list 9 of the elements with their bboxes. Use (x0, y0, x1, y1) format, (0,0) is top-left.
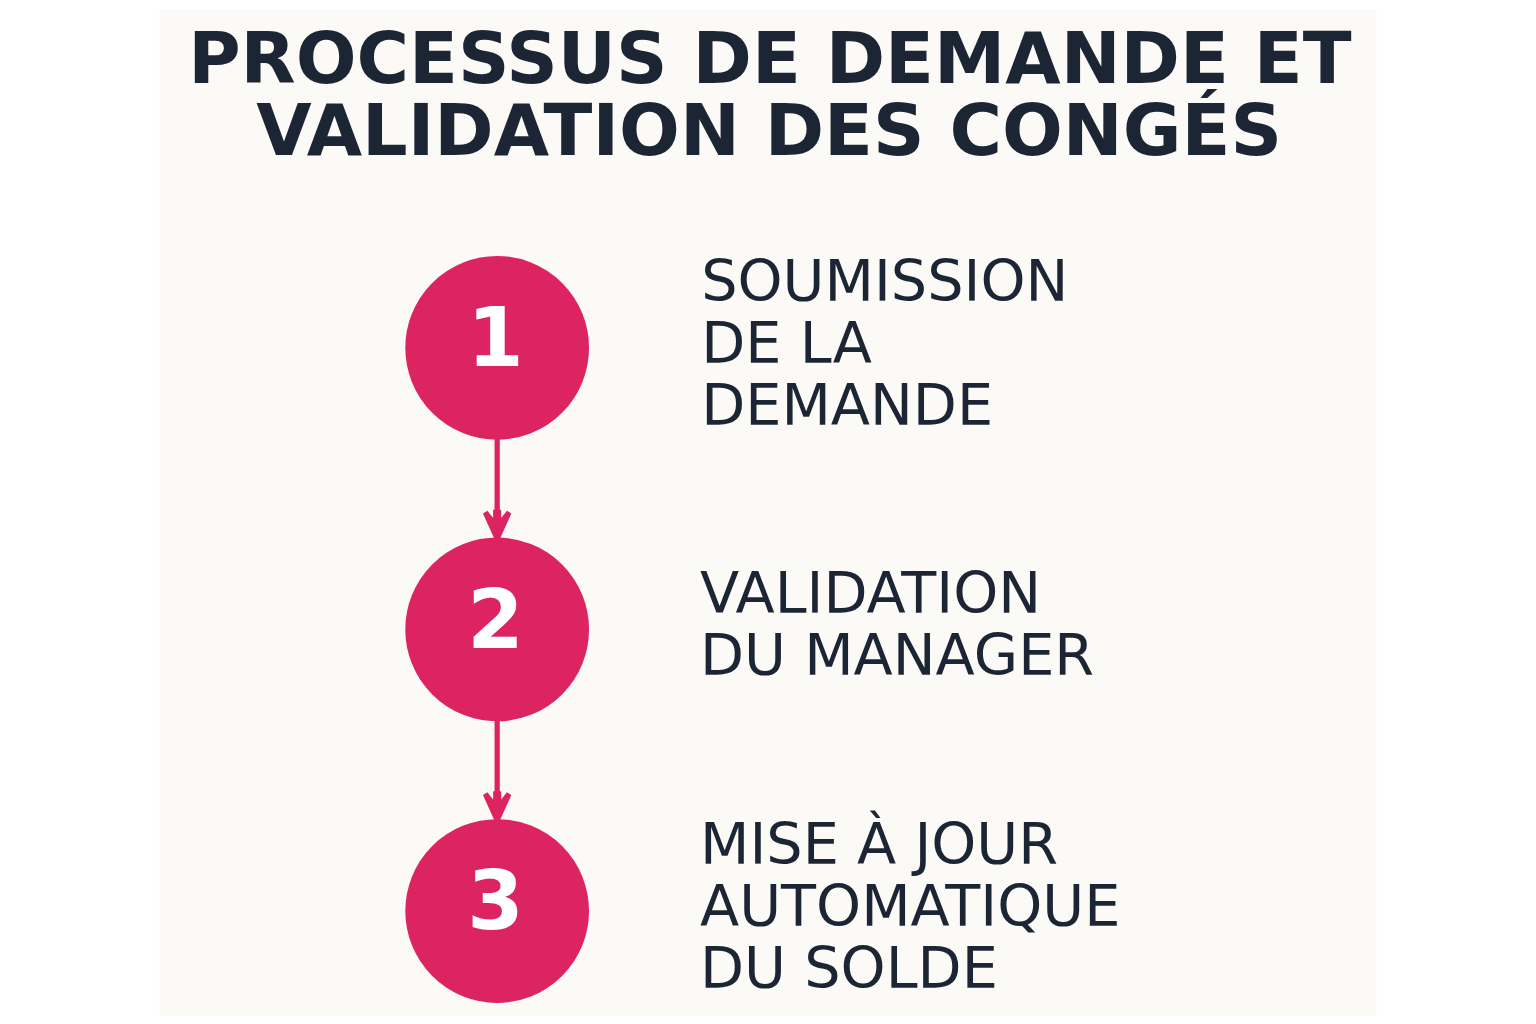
node-circle: 2 (405, 537, 590, 721)
node-label: VALIDATION DU MANAGER (699, 559, 1095, 689)
node-circle: 1 (405, 255, 590, 440)
node-circle: 3 (405, 818, 590, 1003)
node-label: SOUMISSION DE LA DEMANDE (701, 247, 1069, 439)
node-label: MISE À JOUR AUTOMATIQUE DU SOLDE (699, 810, 1121, 1002)
diagram-title: PROCESSUS DE DEMANDE ET VALIDATION DES CONGÉS (188, 16, 1352, 172)
arrow (482, 438, 512, 541)
arrow (482, 719, 512, 823)
